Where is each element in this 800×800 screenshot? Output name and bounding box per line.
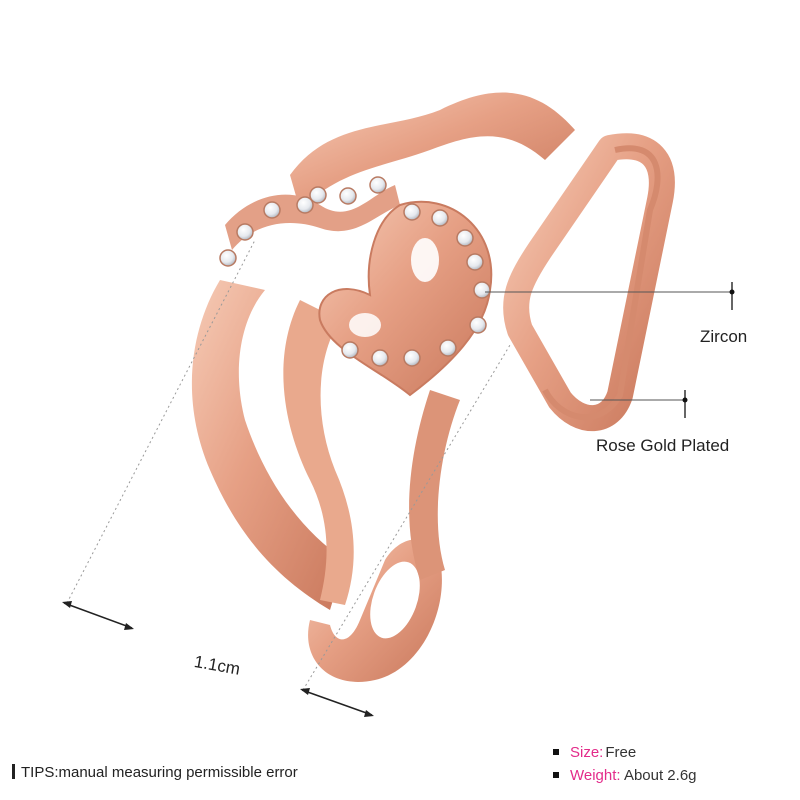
tips-note: TIPS:manual measuring permissible error <box>12 764 298 781</box>
spec-weight-key: Weight: <box>570 767 621 784</box>
dimension-arrow-left <box>63 602 133 629</box>
tips-text: TIPS:manual measuring permissible error <box>21 764 298 781</box>
dimension-guide-right <box>302 344 511 691</box>
dimension-arrowhead-left-b <box>124 623 134 630</box>
zircon-stones <box>219 176 491 367</box>
spec-size-value: Free <box>605 744 637 761</box>
tips-bar-icon <box>12 764 15 779</box>
spec-weight: Weight: About 2.6g <box>553 767 697 784</box>
ring-bottom-opening <box>370 561 420 639</box>
dimension-arrow-right <box>301 689 373 716</box>
zircon-label: Zircon <box>700 327 748 346</box>
dimension-arrowhead-right-a <box>300 688 310 695</box>
ring-right-front-band <box>409 390 460 580</box>
dimension-guide-left <box>66 239 256 604</box>
ring-top-band <box>290 92 575 210</box>
spec-size: Size:Free <box>553 744 636 761</box>
ring-left-band <box>191 280 345 610</box>
bullet-square-icon <box>553 772 559 778</box>
bullet-square-icon <box>553 749 559 755</box>
spec-size-key: Size: <box>570 744 604 761</box>
dimension-arrowhead-right-b <box>364 710 374 717</box>
dimension-arrowhead-left-a <box>62 601 72 608</box>
spec-weight-value: About 2.6g <box>623 767 697 784</box>
infinity-setting <box>225 185 400 250</box>
zircon-callout-dot <box>729 289 735 295</box>
plating-callout-dot <box>682 397 688 403</box>
heart-inner-loop <box>411 238 439 282</box>
ring-inner-band <box>283 300 354 605</box>
ring-right-loop <box>542 145 661 421</box>
rose-gold-plated-label: Rose Gold Plated <box>596 436 730 455</box>
heart-inner-loop-left <box>349 313 381 337</box>
